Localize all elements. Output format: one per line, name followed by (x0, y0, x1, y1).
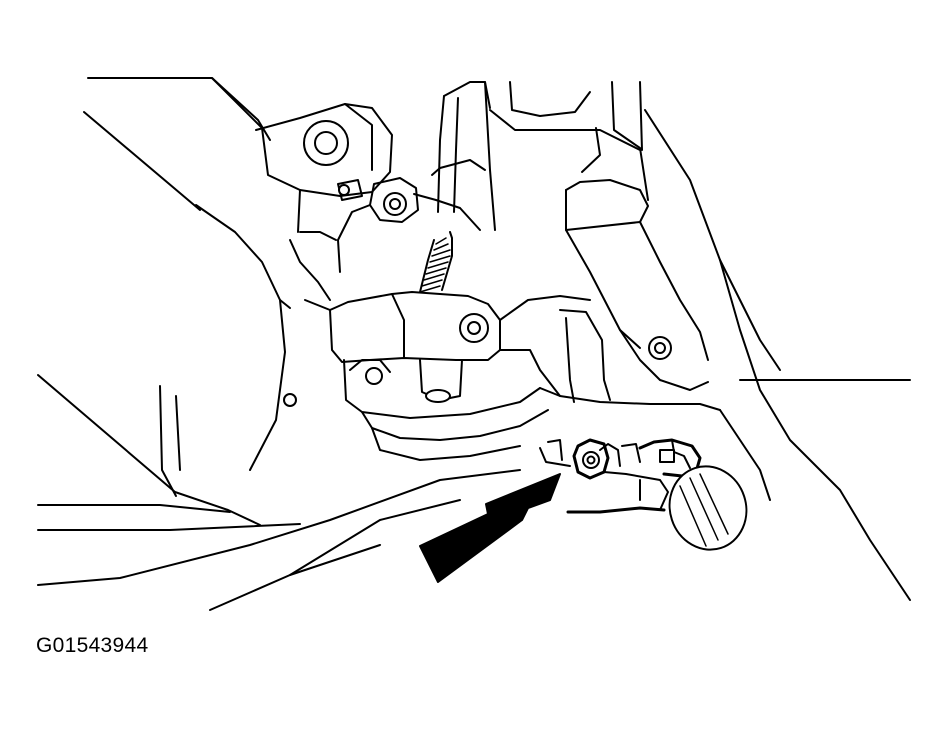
right-edge-contour (719, 259, 911, 381)
oval-cap (668, 409, 771, 551)
right-bracket (539, 179, 721, 411)
column-structure (431, 81, 911, 601)
upper-bracket (255, 103, 393, 233)
left-housing-panel (37, 77, 521, 611)
main-housing (279, 184, 591, 461)
figure-id-label: G01543944 (36, 634, 149, 657)
pointer-arrow (419, 473, 561, 583)
rod-eye-connector (337, 177, 481, 273)
coil-spring (419, 231, 453, 293)
